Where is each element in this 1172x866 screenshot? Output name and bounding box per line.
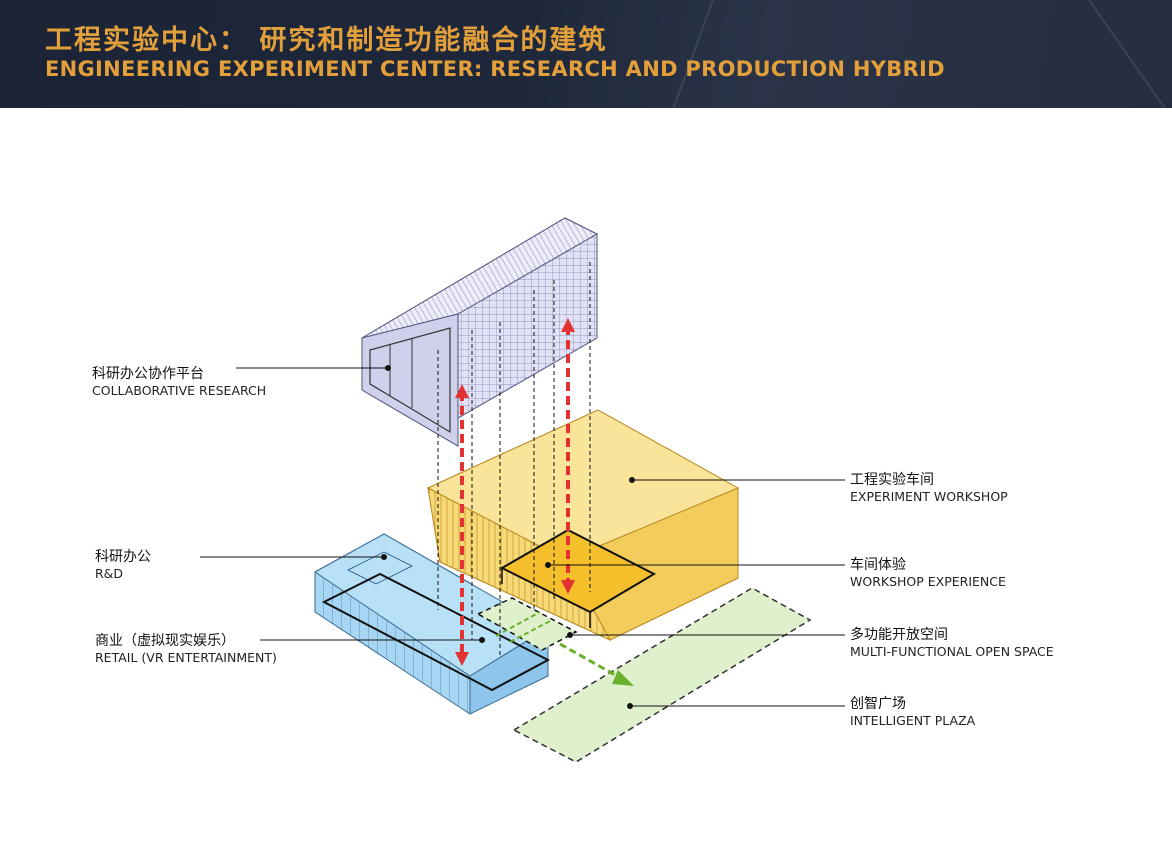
vertical-shafts: [437, 262, 591, 655]
label-en: RETAIL (VR ENTERTAINMENT): [95, 650, 277, 665]
label-cn: 工程实验车间: [850, 472, 934, 488]
workshop-volume: [426, 409, 740, 642]
circulation-arrow: [561, 318, 575, 594]
leader-lines: [200, 365, 845, 709]
label-en: R&D: [95, 566, 124, 581]
label-cn: 车间体验: [850, 557, 906, 573]
label-en: EXPERIMENT WORKSHOP: [850, 489, 1008, 504]
rd-retail-volume: [314, 533, 551, 715]
open-space: [476, 597, 578, 651]
label-en: COLLABORATIVE RESEARCH: [92, 383, 267, 398]
label-intelligent-plaza: 创智广场 INTELLIGENT PLAZA: [850, 695, 975, 729]
research-volume: [361, 217, 599, 447]
header-banner: 工程实验中心： 研究和制造功能融合的建筑 ENGINEERING EXPERIM…: [0, 0, 1172, 108]
label-cn: 创智广场: [850, 696, 906, 712]
plaza-arrow: [495, 611, 634, 686]
label-cn: 科研办公: [95, 549, 151, 565]
label-cn: 多功能开放空间: [850, 627, 948, 643]
label-collaborative-research: 科研办公协作平台 COLLABORATIVE RESEARCH: [92, 365, 266, 399]
label-cn: 商业（虚拟现实娱乐）: [95, 633, 235, 649]
label-retail: 商业（虚拟现实娱乐） RETAIL (VR ENTERTAINMENT): [95, 632, 277, 666]
circulation-arrow: [455, 384, 469, 666]
axonometric-diagram: [200, 217, 845, 763]
label-rd: 科研办公 R&D: [95, 548, 151, 582]
decor-streak: [662, 0, 720, 108]
label-en: INTELLIGENT PLAZA: [850, 713, 976, 728]
label-workshop-experience: 车间体验 WORKSHOP EXPERIENCE: [850, 556, 1006, 590]
page-title-cn: 工程实验中心： 研究和制造功能融合的建筑: [45, 25, 608, 56]
label-experiment-workshop: 工程实验车间 EXPERIMENT WORKSHOP: [850, 471, 1008, 505]
label-open-space: 多功能开放空间 MULTI-FUNCTIONAL OPEN SPACE: [850, 626, 1054, 660]
decor-streak: [1084, 0, 1172, 108]
page-title-en: ENGINEERING EXPERIMENT CENTER: RESEARCH …: [45, 57, 945, 81]
label-en: WORKSHOP EXPERIENCE: [850, 574, 1006, 589]
label-en: MULTI-FUNCTIONAL OPEN SPACE: [850, 644, 1054, 659]
label-cn: 科研办公协作平台: [92, 366, 204, 382]
